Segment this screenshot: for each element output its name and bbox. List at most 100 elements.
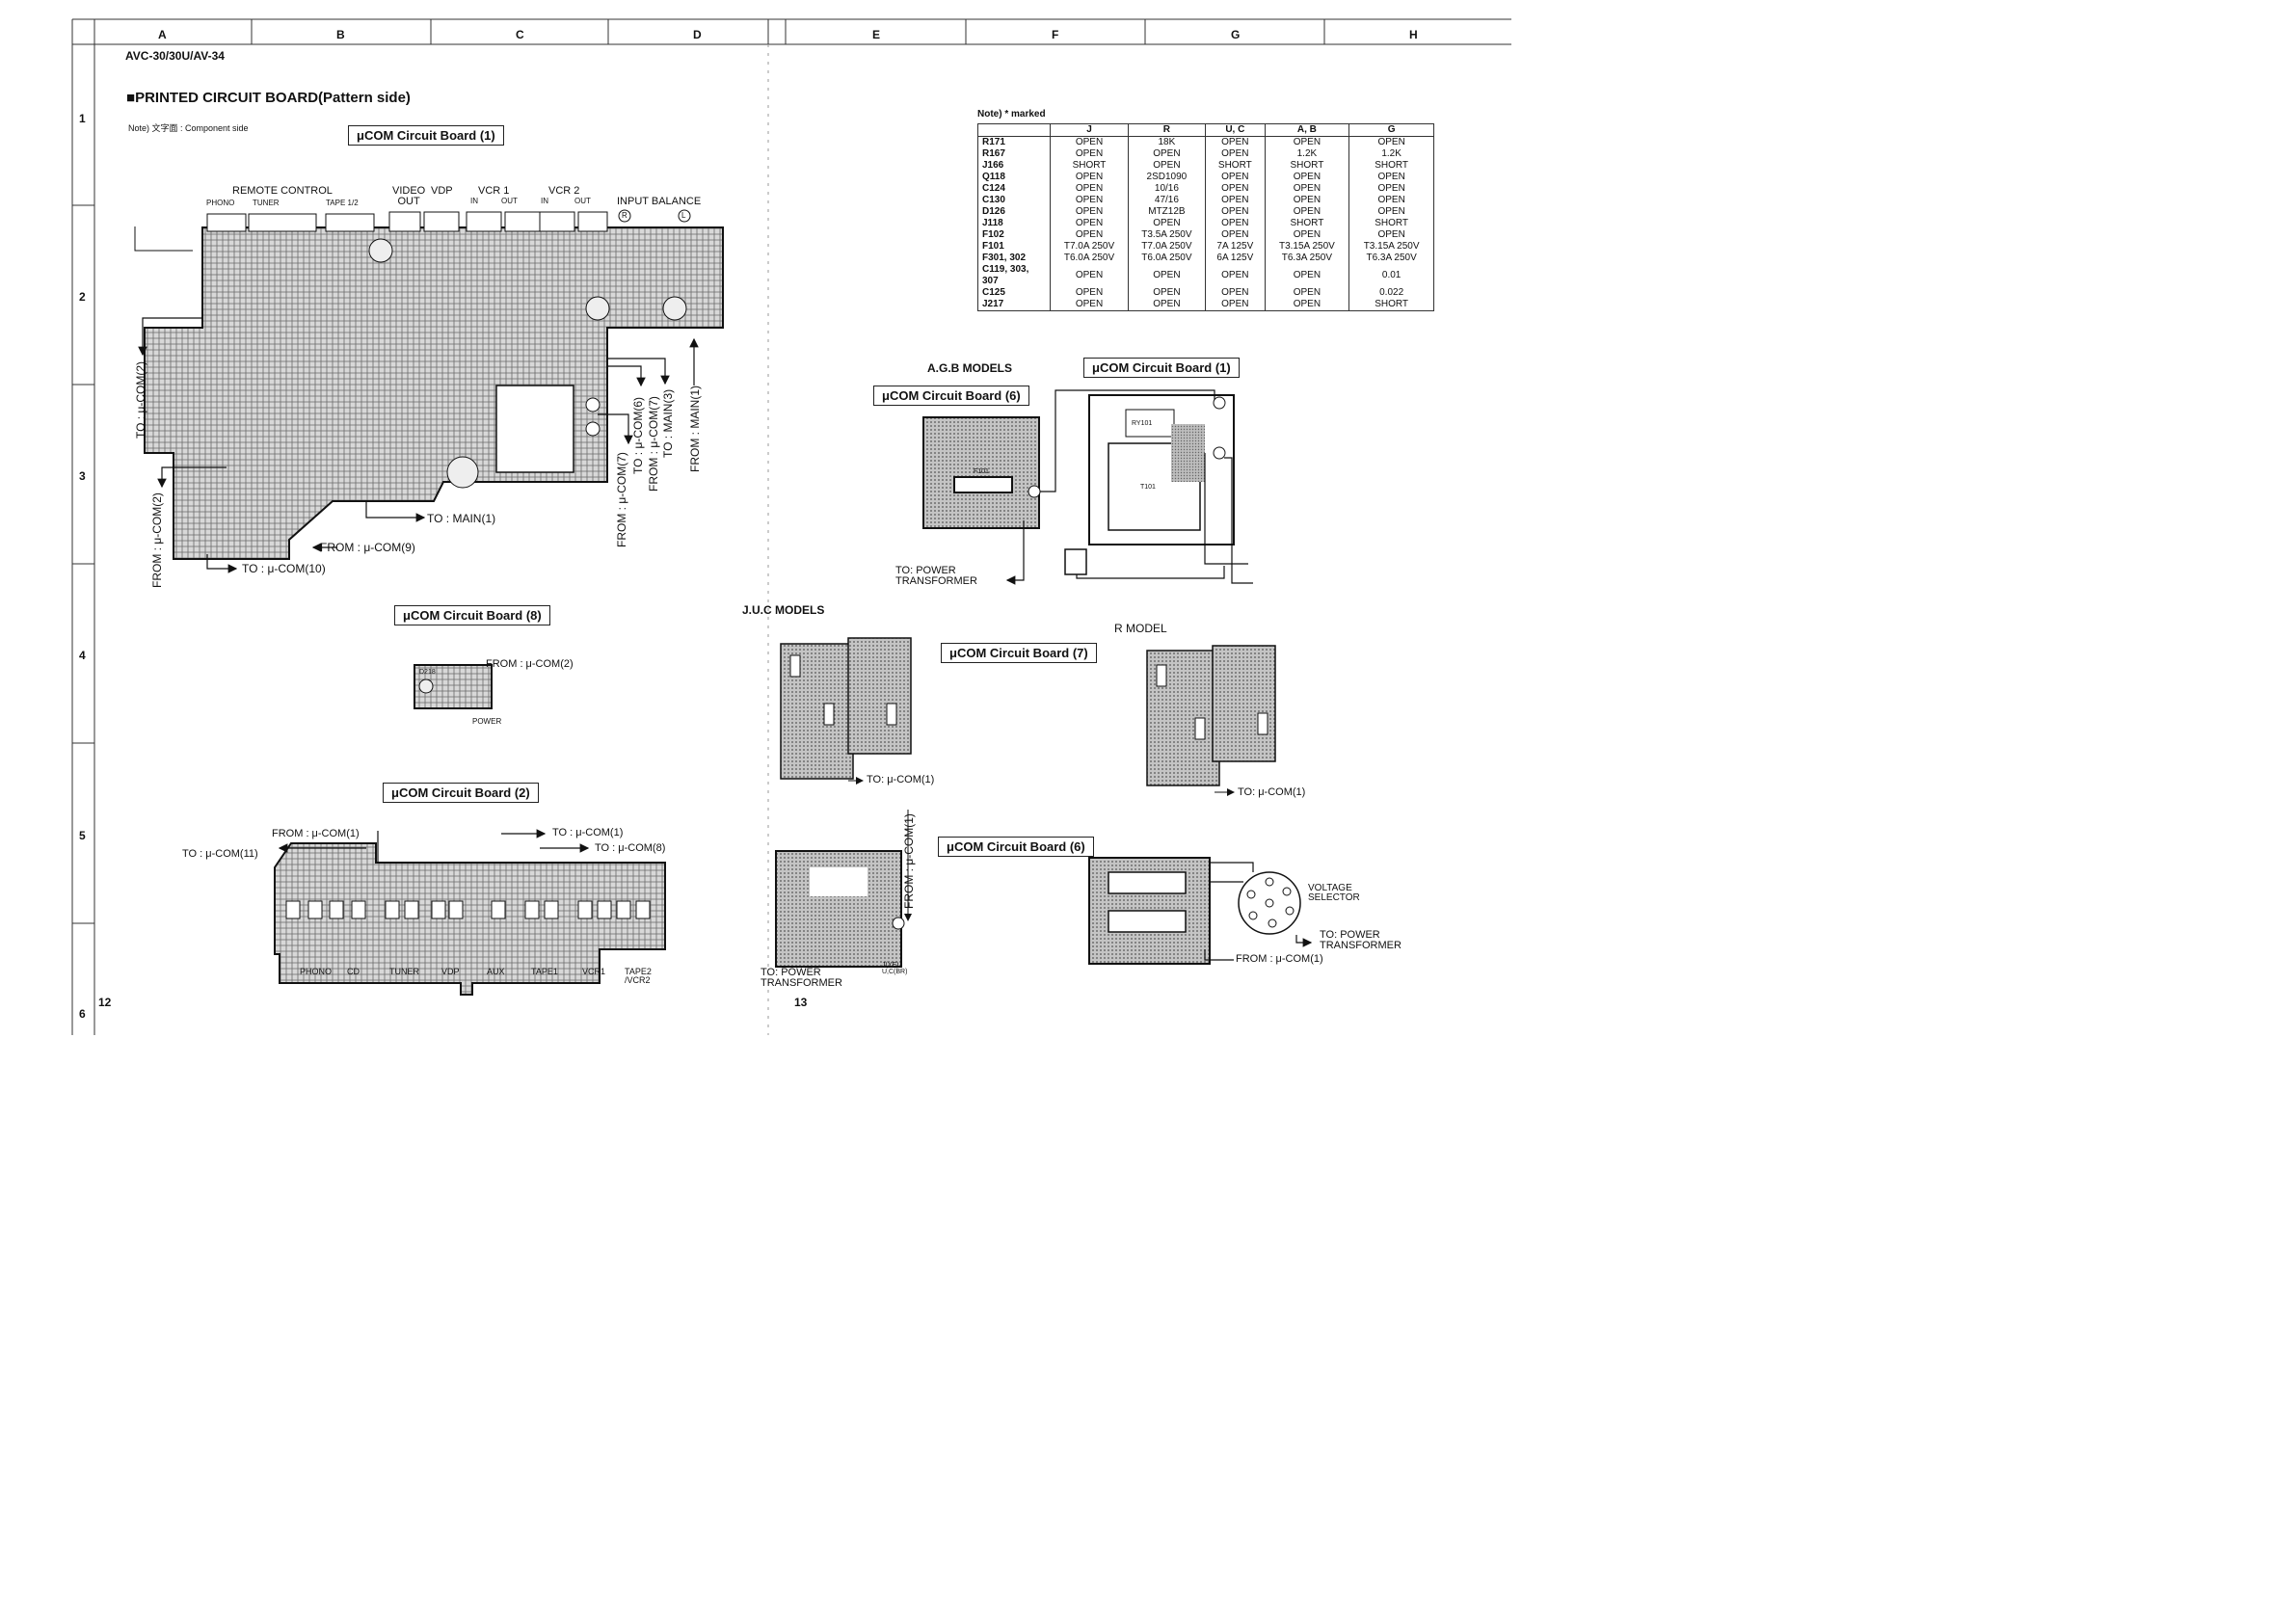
note-cell: OPEN [1348,195,1434,206]
board1-pcb [134,209,724,560]
note-header-cell [976,123,1052,137]
voltage-selector-label: VOLTAGE SELECTOR [1308,883,1360,903]
note-component: Note) 文字面 : Component side [128,123,249,133]
note-cell: OPEN [1050,264,1129,287]
note-cell: T6.3A 250V [1264,253,1350,264]
note-cell: OPEN [1264,183,1350,195]
vcr2-in-label: IN [541,197,548,205]
note-header-cell: U, C [1205,123,1266,137]
note-cell: OPEN [1050,195,1129,206]
juc-heading: J.U.C MODELS [742,603,825,617]
note-cell: SHORT [1348,218,1434,229]
note-cell: OPEN [1127,264,1207,287]
note-row-label: F301, 302 [976,253,1052,264]
note-cell: OPEN [1050,183,1129,195]
page-frame [71,18,1511,1035]
board6-to-power: TO: POWER TRANSFORMER [1320,929,1402,951]
note-cell: T6.3A 250V [1348,253,1434,264]
note-title: Note) * marked [977,109,1046,120]
juc-to-power: TO: POWER TRANSFORMER [761,967,842,989]
r-model-heading: R MODEL [1114,622,1167,635]
agb-f: F101 [974,468,989,475]
note-cell: 7A 125V [1205,241,1266,253]
note-cell: 1.2K [1264,148,1350,160]
note-cell: 0.022 [1348,287,1434,299]
board2-aux: AUX [487,967,505,976]
board2-to-com1: TO : μ-COM(1) [552,827,624,838]
note-row-label: J217 [976,299,1052,311]
agb-board6-title: μCOM Circuit Board (6) [873,386,1029,406]
note-cell: OPEN [1348,229,1434,241]
row-4: 4 [79,649,86,662]
page-title: ■PRINTED CIRCUIT BOARD(Pattern side) [126,90,411,106]
note-cell: OPEN [1205,172,1266,183]
note-cell: T6.0A 250V [1050,253,1129,264]
board1-arrows [138,317,699,573]
tuner-label: TUNER [253,199,280,207]
note-cell: OPEN [1264,136,1350,148]
board2-pcb [274,842,666,996]
note-row-label: F101 [976,241,1052,253]
note-header-cell: A, B [1264,123,1350,137]
from-com9-label: FROM : μ-COM(9) [320,541,415,554]
note-cell: OPEN [1205,206,1266,218]
note-cell: OPEN [1348,136,1434,148]
col-c: C [516,28,524,41]
note-cell: OPEN [1264,206,1350,218]
note-cell: T7.0A 250V [1127,241,1207,253]
to-com10-label: TO : μ-COM(10) [242,562,326,575]
r-board7-title: μCOM Circuit Board (7) [941,643,1097,663]
note-cell: 6A 125V [1205,253,1266,264]
agb-to-power: TO: POWER TRANSFORMER [895,565,977,587]
juc-j-ye: J(YE) U,C(BR) [882,962,908,975]
note-cell: OPEN [1264,264,1350,287]
board2-tape2-vcr2: TAPE2 /VCR2 [625,967,652,985]
to-main3-label: TO : MAIN(3) [661,388,675,458]
board6-title: μCOM Circuit Board (6) [938,837,1094,857]
agb-ry: RY101 [1132,420,1153,427]
juc-diagram [775,637,912,968]
note-row-label: D126 [976,206,1052,218]
board8-pcb [414,664,493,709]
juc-to-com1: TO: μ-COM(1) [867,774,935,785]
video-out-label: VIDEO OUT [392,185,426,207]
note-cell: T3.15A 250V [1264,241,1350,253]
board2-vdp: VDP [441,967,460,976]
col-a: A [158,28,167,41]
balance-l: L [681,211,686,220]
note-row-label: J166 [976,160,1052,172]
note-cell: SHORT [1264,160,1350,172]
note-cell: SHORT [1205,160,1266,172]
row-1: 1 [79,112,86,125]
note-cell: OPEN [1205,287,1266,299]
to-main1-label: TO : MAIN(1) [427,512,496,525]
board8-title: μCOM Circuit Board (8) [394,605,550,625]
page-number-right: 13 [794,996,808,1009]
from-com7b-label: FROM : μ-COM(7) [647,396,660,492]
note-cell: OPEN [1264,172,1350,183]
note-cell: MTZ12B [1127,206,1207,218]
note-cell: OPEN [1205,229,1266,241]
board1-title: μCOM Circuit Board (1) [348,125,504,146]
row-5: 5 [79,829,86,842]
note-cell: OPEN [1050,136,1129,148]
note-cell: OPEN [1205,218,1266,229]
note-cell: OPEN [1050,172,1129,183]
note-cell: OPEN [1050,229,1129,241]
note-header-cell: R [1127,123,1207,137]
vcr1-out-label: OUT [501,197,518,205]
note-cell: 1.2K [1348,148,1434,160]
note-cell: 2SD1090 [1127,172,1207,183]
note-cell: OPEN [1050,148,1129,160]
note-cell: OPEN [1205,264,1266,287]
note-cell: SHORT [1050,160,1129,172]
